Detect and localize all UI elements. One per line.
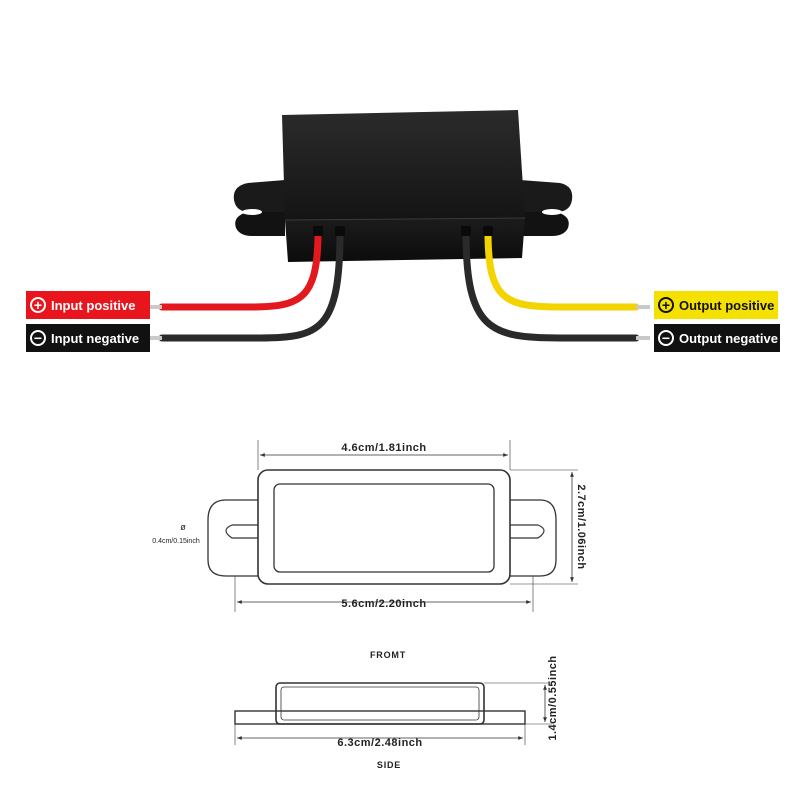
thickness-dimension: 1.4cm/0.55inch <box>547 655 559 740</box>
top-width-dimension: 4.6cm/1.81inch <box>341 442 426 454</box>
input-positive-label: + Input positive <box>26 291 150 319</box>
hole-symbol: ø <box>180 522 186 532</box>
overall-width-dimension: 6.3cm/2.48inch <box>337 737 422 749</box>
minus-icon: − <box>658 330 674 346</box>
minus-icon: − <box>30 330 46 346</box>
converter-photo <box>150 110 650 342</box>
dimension-drawing: 4.6cm/1.81inch 5.6cm/2.20inch 2.7cm/1.06… <box>152 440 587 770</box>
output-positive-text: Output positive <box>679 297 775 313</box>
body-width-dimension: 5.6cm/2.20inch <box>341 598 426 610</box>
wire-output-positive <box>484 228 650 311</box>
hole-dimension: 0.4cm/0.15inch <box>152 538 200 545</box>
input-negative-text: Input negative <box>51 330 140 346</box>
side-view-title: SIDE <box>377 760 401 770</box>
plus-icon: + <box>30 297 46 313</box>
wire-output-negative <box>462 228 650 342</box>
input-negative-label: − Input negative <box>26 324 150 352</box>
output-negative-text: Output negative <box>679 330 778 346</box>
output-positive-label: + Output positive <box>654 291 778 319</box>
mounting-ear-left <box>233 180 285 236</box>
height-dimension: 2.7cm/1.06inch <box>575 484 587 569</box>
front-view-title: FROMT <box>370 650 406 660</box>
plus-icon: + <box>658 297 674 313</box>
wire-input-positive <box>150 228 322 311</box>
side-view <box>234 682 552 745</box>
mounting-ear-right <box>520 180 573 236</box>
front-view <box>207 440 578 612</box>
input-positive-text: Input positive <box>51 297 136 313</box>
output-negative-label: − Output negative <box>654 324 780 352</box>
wire-input-negative <box>150 228 344 342</box>
